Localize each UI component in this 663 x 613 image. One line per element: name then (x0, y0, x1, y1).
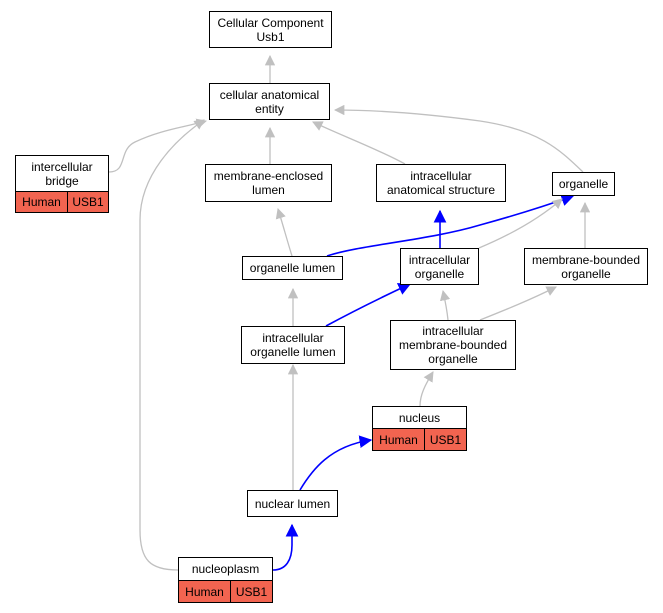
annotation-row: Human USB1 (372, 428, 467, 451)
edge-nucleoplasm-to-cellular-anatomical-entity (139, 119, 205, 571)
node-label: intracellular organelle lumen (250, 331, 336, 359)
node-membrane-bounded-organelle[interactable]: membrane-bounded organelle (524, 248, 648, 285)
node-label: membrane-bounded organelle (531, 252, 641, 281)
edge-nucleus-to-intracellular-membrane-bounded-organelle (419, 371, 434, 407)
node-label: membrane-enclosed lumen (213, 169, 324, 197)
node-nuclear-lumen[interactable]: nuclear lumen (247, 490, 338, 517)
annotation-row: Human USB1 (15, 191, 109, 213)
node-label: intracellular organelle (408, 252, 471, 281)
species-cell: Human (16, 192, 68, 212)
annotation-row: Human USB1 (178, 580, 273, 603)
node-cellular-anatomical-entity[interactable]: cellular anatomical entity (209, 83, 330, 120)
node-label: intracellular membrane-bounded organelle (398, 324, 508, 366)
edge-intracellular-anatomical-structure-to-cellular-anatomical-entity (312, 121, 406, 165)
edge-intracellular-membrane-bounded-organelle-to-membrane-bounded-organelle (479, 286, 557, 321)
gene-cell: USB1 (231, 581, 272, 602)
edge-nuclear-lumen-to-nucleus (299, 435, 373, 491)
node-label: intracellular anatomical structure (386, 169, 496, 197)
species-cell: Human (373, 429, 425, 450)
edge-intracellular-membrane-bounded-organelle-to-intracellular-organelle (439, 289, 451, 321)
species-cell: Human (179, 581, 231, 602)
gene-cell: USB1 (68, 192, 108, 212)
node-intercellular-bridge[interactable]: intercellular bridge Human USB1 (15, 155, 109, 213)
node-label: nucleoplasm (191, 562, 260, 576)
node-organelle-lumen[interactable]: organelle lumen (242, 256, 343, 280)
edge-intracellular-organelle-lumen-to-intracellular-organelle (325, 283, 412, 327)
edge-organelle-lumen-to-membrane-enclosed-lumen (275, 208, 293, 257)
node-intracellular-anatomical-structure[interactable]: intracellular anatomical structure (376, 164, 506, 202)
node-label: intercellular bridge (31, 159, 93, 188)
node-intracellular-organelle-lumen[interactable]: intracellular organelle lumen (241, 326, 345, 364)
edge-organelle-lumen-to-organelle (326, 193, 575, 257)
node-nucleoplasm[interactable]: nucleoplasm Human USB1 (178, 557, 273, 603)
node-cellular-component-usb1[interactable]: Cellular Component Usb1 (209, 11, 332, 48)
edge-intracellular-organelle-to-organelle (478, 198, 563, 249)
node-nucleus[interactable]: nucleus Human USB1 (372, 406, 467, 451)
node-label: organelle lumen (249, 261, 336, 275)
node-label: Cellular Component Usb1 (217, 15, 324, 44)
node-label: nuclear lumen (254, 496, 331, 511)
node-intracellular-organelle[interactable]: intracellular organelle (400, 248, 479, 285)
node-organelle[interactable]: organelle (552, 172, 615, 196)
node-label: nucleus (398, 410, 441, 425)
edge-intercellular-bridge-to-cellular-anatomical-entity (108, 118, 208, 173)
node-membrane-enclosed-lumen[interactable]: membrane-enclosed lumen (205, 164, 332, 202)
gene-cell: USB1 (425, 429, 466, 450)
edge-organelle-to-cellular-anatomical-entity (333, 104, 584, 173)
node-label: cellular anatomical entity (219, 87, 320, 116)
edge-nucleoplasm-to-nuclear-lumen (272, 523, 299, 571)
node-label: organelle (558, 177, 609, 191)
node-intracellular-membrane-bounded-organelle[interactable]: intracellular membrane-bounded organelle (390, 320, 516, 370)
